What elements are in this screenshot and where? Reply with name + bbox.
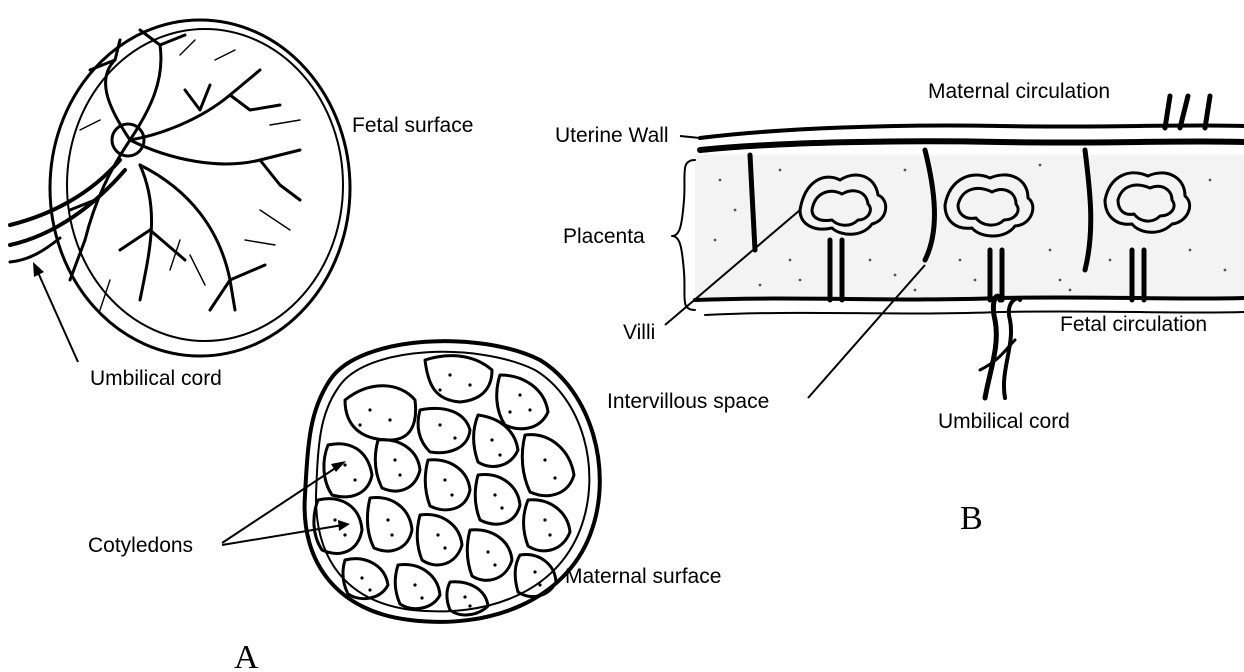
placenta-brace <box>672 160 695 310</box>
fetal-surface-label: Fetal surface <box>352 114 473 137</box>
placenta-label: Placenta <box>563 225 645 248</box>
maternal-circulation-label: Maternal circulation <box>928 80 1110 103</box>
panel-a-letter: A <box>234 639 259 672</box>
fetal-circulation-label: Fetal circulation <box>1060 313 1207 336</box>
intervillous-space-label: Intervillous space <box>607 390 769 413</box>
fetal-surface-drawing <box>10 20 350 356</box>
uterine-wall-label: Uterine Wall <box>555 124 669 147</box>
maternal-surface-label: Maternal surface <box>565 565 721 588</box>
cotyledons-arrows <box>222 461 350 545</box>
umbilical-cord-label-b: Umbilical cord <box>938 410 1070 433</box>
umbilical-cord-label-a: Umbilical cord <box>90 367 222 390</box>
panel-b-letter: B <box>960 500 983 537</box>
placenta-cross-section <box>695 96 1244 398</box>
villi-label: Villi <box>623 321 655 344</box>
maternal-surface-drawing <box>305 341 600 622</box>
cotyledons-label: Cotyledons <box>88 534 193 557</box>
